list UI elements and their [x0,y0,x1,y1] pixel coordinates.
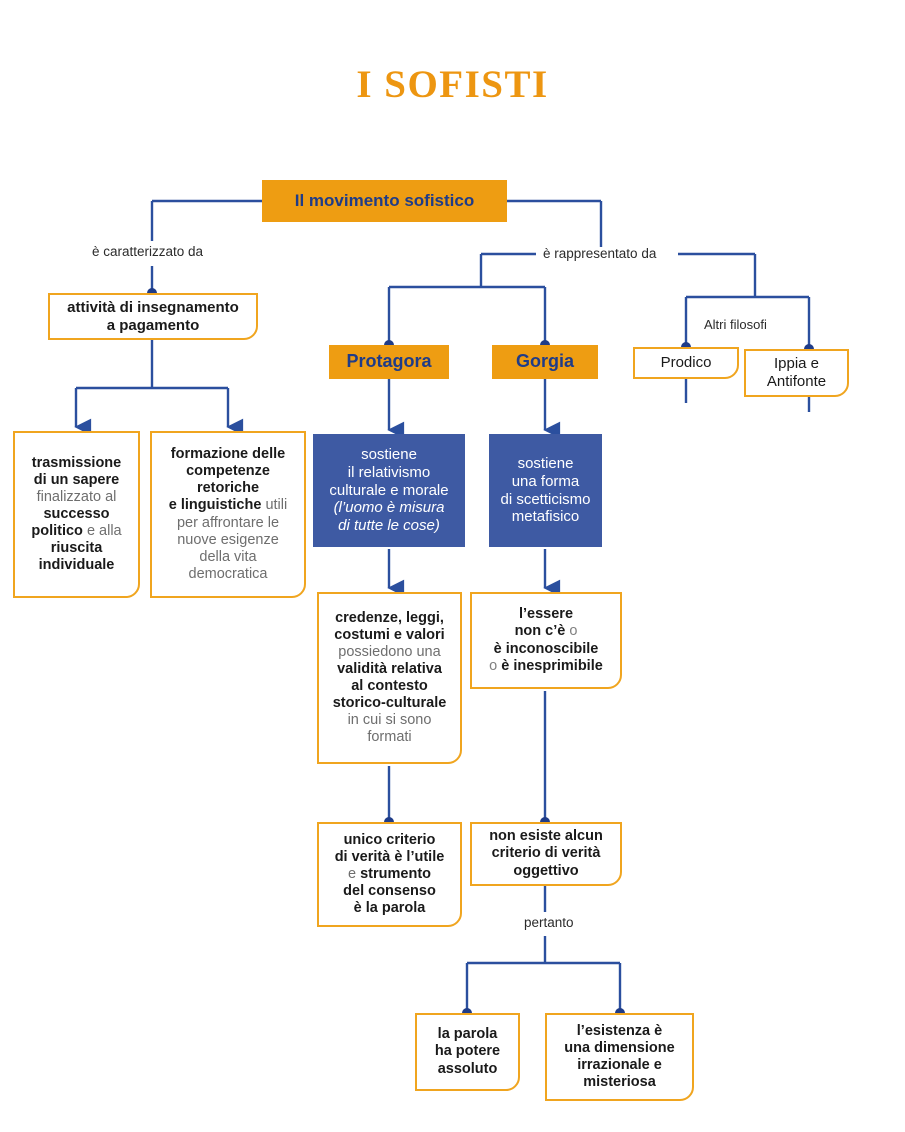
node-prodico[interactable]: Prodico [633,347,739,379]
node-la-parola-potere[interactable]: la parola ha potere assoluto [415,1013,520,1091]
node-gorgia-conseguenza[interactable]: l’essere non c’è o è inconoscibile o è i… [470,592,622,689]
node-movimento-sofistico[interactable]: Il movimento sofistico [262,180,507,222]
node-trasmissione-sapere[interactable]: trasmissione di un sapere finalizzato al… [13,431,140,598]
node-protagora-esito[interactable]: unico criterio di verità è l’utile e str… [317,822,462,927]
node-ippia-antifonte[interactable]: Ippia e Antifonte [744,349,849,397]
node-protagora[interactable]: Protagora [329,345,449,379]
label-e-caratterizzato-da: è caratterizzato da [85,244,211,260]
node-gorgia-tesi[interactable]: sostiene una forma di scetticismo metafi… [489,434,602,547]
node-esistenza-irrazionale[interactable]: l’esistenza è una dimensione irrazionale… [545,1013,694,1101]
node-protagora-conseguenza[interactable]: credenze, leggi, costumi e valori possie… [317,592,462,764]
label-pertanto: pertanto [517,915,581,931]
node-formazione-competenze[interactable]: formazione delle competenze retoriche e … [150,431,306,598]
page-title: I SOFISTI [356,63,549,106]
node-gorgia[interactable]: Gorgia [492,345,598,379]
node-attivita-insegnamento[interactable]: attività di insegnamento a pagamento [48,293,258,340]
node-gorgia-esito[interactable]: non esiste alcun criterio di verità ogge… [470,822,622,886]
label-e-rappresentato-da: è rappresentato da [536,246,664,262]
node-protagora-tesi[interactable]: sostiene il relativismo culturale e mora… [313,434,465,547]
label-altri-filosofi: Altri filosofi [697,317,774,333]
